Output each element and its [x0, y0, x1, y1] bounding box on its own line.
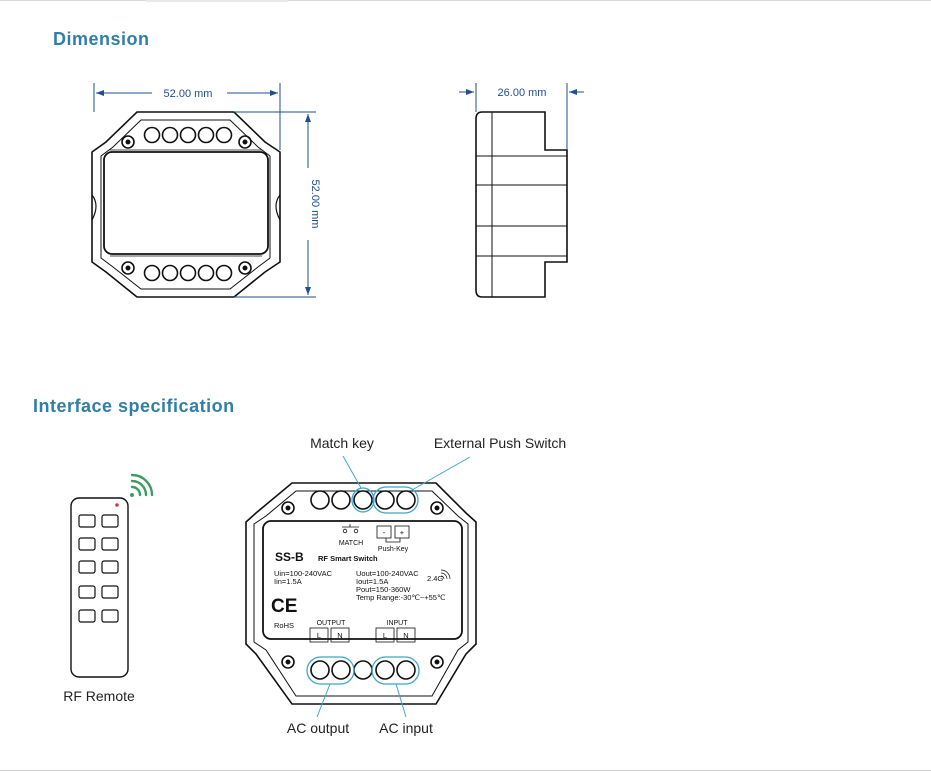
- push-key-terminals: [376, 525, 410, 543]
- rf-remote-drawing: [70, 473, 154, 678]
- width-dimension: [93, 83, 281, 150]
- top-tab-indicator: [146, 0, 288, 2]
- depth-dimension: [459, 83, 584, 150]
- rohs-mark: RoHS: [274, 621, 294, 630]
- wireless-signal-icon: [130, 473, 154, 497]
- match-key-callout: Match key: [310, 435, 374, 451]
- ac-output-callout: AC output: [287, 720, 349, 736]
- label-signal-icon: [440, 569, 451, 580]
- output-l-label: L: [317, 631, 321, 640]
- front-view-screws-fill: [125, 139, 248, 271]
- iout-spec: Iout=1.5A: [356, 577, 388, 586]
- interface-heading: Interface specification: [33, 396, 235, 416]
- ac-input-callout: AC input: [379, 720, 433, 736]
- uout-spec: Uout=100-240VAC: [356, 569, 419, 578]
- terminal-boxes: [309, 627, 416, 643]
- plus-terminal-label: +: [400, 528, 405, 537]
- depth-dimension-label: 26.00 mm: [498, 87, 547, 99]
- temp-range-spec: Temp Range:-30℃~+55℃: [356, 593, 446, 602]
- uin-spec: Uin=100-240VAC: [274, 569, 333, 578]
- height-dimension: [234, 111, 316, 298]
- height-dimension-label: 52.00 mm: [309, 180, 321, 229]
- callout-leaders: [316, 455, 471, 718]
- external-push-switch-callout: External Push Switch: [434, 435, 566, 451]
- ce-mark: CE: [271, 596, 297, 617]
- dimension-heading: Dimension: [53, 29, 150, 49]
- device-screws-fill: [285, 505, 440, 665]
- product-label: RF Smart Switch: [318, 554, 378, 563]
- input-n-label: N: [403, 631, 408, 640]
- frequency-label: 2.4G: [427, 574, 443, 583]
- width-dimension-label: 52.00 mm: [164, 88, 213, 100]
- model-label: SS-B: [275, 550, 304, 564]
- top-divider: [0, 0, 931, 1]
- output-label: OUTPUT: [317, 620, 347, 627]
- front-view-drawing: [91, 111, 281, 298]
- input-l-label: L: [383, 631, 387, 640]
- input-label: INPUT: [387, 620, 409, 627]
- match-switch-symbol: [342, 524, 359, 534]
- iin-spec: Iin=1.5A: [274, 577, 302, 586]
- side-view-drawing: [475, 111, 568, 298]
- match-label: MATCH: [339, 540, 363, 547]
- callout-rings: [306, 486, 420, 685]
- device-drawing: [245, 482, 477, 705]
- remote-buttons: [78, 514, 119, 623]
- rf-remote-label: RF Remote: [63, 688, 135, 704]
- pout-spec: Pout=150-360W: [356, 585, 411, 594]
- minus-terminal-label: -: [383, 528, 386, 537]
- output-n-label: N: [337, 631, 342, 640]
- push-key-label: Push-Key: [378, 546, 409, 553]
- bottom-divider: [0, 770, 931, 771]
- remote-led-icon: [115, 503, 119, 507]
